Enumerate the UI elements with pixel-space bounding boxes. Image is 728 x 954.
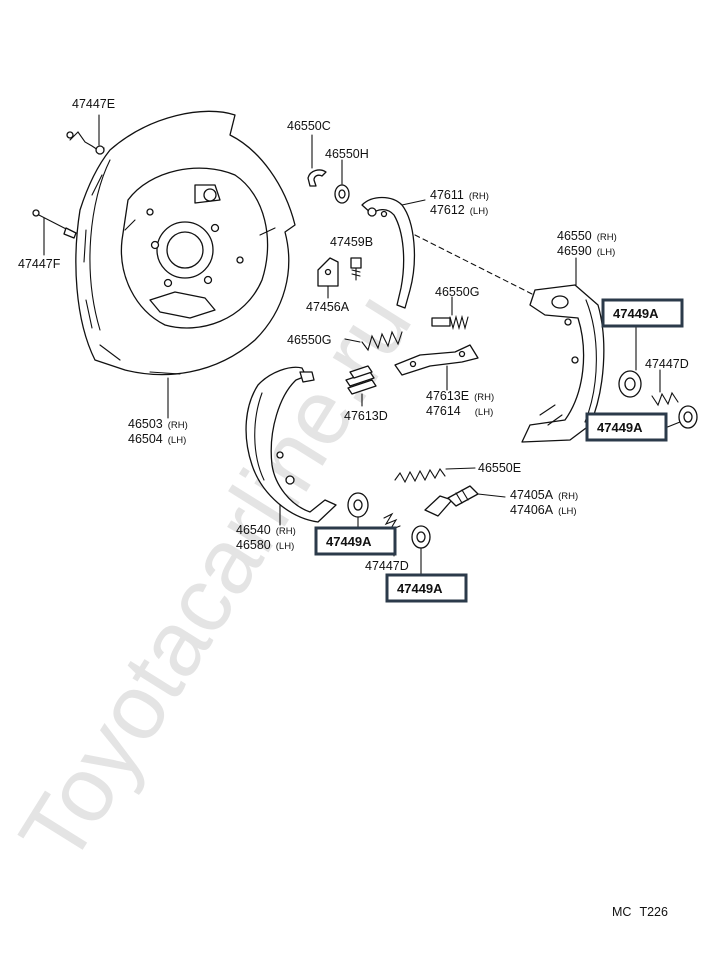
highlight-47449A-bottom[interactable]: 47449A xyxy=(385,573,468,603)
label-47447E: 47447E xyxy=(72,97,115,111)
highlight-label: 47449A xyxy=(613,306,659,321)
label-47614-lh: 47614(LH) xyxy=(426,404,493,418)
part-47449A-cup-left xyxy=(347,492,369,529)
part-46540-left-shoe xyxy=(245,366,337,526)
label-46504-lh: 46504(LH) xyxy=(128,432,186,446)
part-46550G-spring-top xyxy=(431,296,469,331)
part-47447E-clip xyxy=(66,114,105,155)
part-46550E-spring xyxy=(394,467,476,484)
part-47459B-bolt xyxy=(350,257,362,281)
label-46590-lh: 46590(LH) xyxy=(557,244,615,258)
part-47449A-washer-bottom xyxy=(411,525,431,576)
label-47456A: 47456A xyxy=(306,300,350,314)
backing-plate xyxy=(75,110,296,376)
label-46550G-top: 46550G xyxy=(435,285,479,299)
label-46550C: 46550C xyxy=(287,119,331,133)
label-47447D-right: 47447D xyxy=(645,357,689,371)
highlight-47449A-right-bottom[interactable]: 47449A xyxy=(585,412,668,442)
part-46550C-clip xyxy=(307,134,327,187)
highlight-label: 47449A xyxy=(597,420,643,435)
label-46550E: 46550E xyxy=(478,461,521,475)
highlight-47449A-left-middle[interactable]: 47449A xyxy=(314,526,397,556)
part-47405A-adjuster xyxy=(424,485,506,517)
label-46503-rh: 46503(RH) xyxy=(128,417,188,431)
highlight-label: 47449A xyxy=(397,581,443,596)
part-47447D-spring-right xyxy=(651,369,679,407)
part-47611-lever xyxy=(361,196,426,309)
label-47611-rh: 47611(RH) xyxy=(430,188,489,202)
label-47459B: 47459B xyxy=(330,235,373,249)
label-47612-lh: 47612(LH) xyxy=(430,203,488,217)
part-46550-right-shoe xyxy=(521,257,605,443)
highlight-47449A-right-top[interactable]: 47449A xyxy=(601,298,684,328)
part-47613E-strut xyxy=(394,344,479,391)
label-47613D: 47613D xyxy=(344,409,388,423)
label-47406A-lh: 47406A(LH) xyxy=(510,503,577,517)
part-47456A-bracket xyxy=(317,257,339,299)
part-46550H-washer xyxy=(334,159,350,204)
dashed-leader xyxy=(414,234,541,299)
label-47447F: 47447F xyxy=(18,257,61,271)
label-46580-lh: 46580(LH) xyxy=(236,538,294,552)
part-47449A-washer-right xyxy=(664,405,698,429)
label-47613E-rh: 47613E(RH) xyxy=(426,389,494,403)
highlight-label: 47449A xyxy=(326,534,372,549)
part-47447F-pin xyxy=(32,209,77,256)
label-46550-rh: 46550(RH) xyxy=(557,229,617,243)
label-47405A-rh: 47405A(RH) xyxy=(510,488,578,502)
part-47449A-cup-right-top xyxy=(618,326,642,398)
label-46550G-left: 46550G xyxy=(287,333,331,347)
part-47613D-spring-clip xyxy=(345,365,377,407)
part-46550G-spring-left xyxy=(361,330,403,352)
label-47447D-bottom: 47447D xyxy=(365,559,409,573)
label-46540-rh: 46540(RH) xyxy=(236,523,296,537)
label-46550H: 46550H xyxy=(325,147,369,161)
